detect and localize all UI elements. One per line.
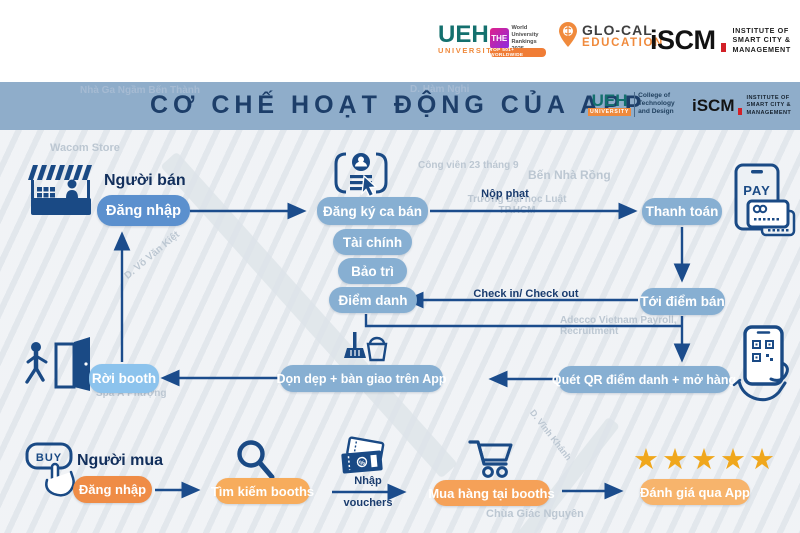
seller-section-label: Người bán — [104, 172, 186, 189]
leave-door-icon — [24, 334, 92, 399]
register-shift-icon — [330, 150, 392, 203]
buyer-section-label: Người mua — [77, 452, 164, 469]
pay-label: PAY — [743, 183, 771, 198]
buy-label: BUY — [36, 452, 62, 464]
iscm-red-mark — [737, 107, 742, 115]
buyer-login-button[interactable]: Đăng nhập — [73, 476, 152, 503]
maintenance-button[interactable]: Bảo trì — [338, 258, 407, 284]
checkin-edge-label: Check in/ Check out — [473, 288, 579, 300]
map-watermark: D. Võ Văn Kiệt — [122, 229, 182, 282]
market-stall-icon — [24, 160, 98, 225]
location-pin-icon — [558, 21, 578, 53]
voucher-edge-label-top: Nhập — [354, 475, 382, 487]
voucher-percent: % — [359, 460, 366, 467]
cleanup-handover-button[interactable]: Dọn dẹp + bàn giao trên App — [276, 365, 447, 392]
voucher-edge-label-bottom: vouchers — [343, 497, 393, 509]
map-watermark: Adecco Vietnam Payroll, Recruitment — [560, 315, 677, 337]
voucher-icon: % — [338, 436, 390, 485]
attendance-button[interactable]: Điểm danh — [329, 287, 417, 313]
map-watermark: Công viên 23 tháng 9 — [418, 160, 519, 171]
go-to-booth-button[interactable]: Tới điểm bán — [640, 288, 725, 315]
ueh-university-logo: UEH UNIVERSITY — [438, 21, 500, 55]
five-star-rating: ★★★★★ — [633, 444, 778, 476]
cleaning-broom-bucket-icon — [342, 331, 388, 368]
banner-iscm-logo: iSCM INSTITUTE OF SMART CITY & MANAGEMEN… — [692, 95, 792, 116]
search-booths-button[interactable]: Tìm kiếm booths — [211, 478, 314, 504]
register-shift-button[interactable]: Đăng ký ca bán — [317, 197, 428, 225]
header: UEH UNIVERSITY THE World University Rank… — [0, 0, 800, 82]
the-badge: THE — [490, 28, 509, 50]
scan-qr-open-button[interactable]: Quét QR điểm danh + mở hàng — [552, 366, 736, 393]
buy-hand-icon: BUY — [24, 440, 82, 509]
ueh-logo-text: UEH — [438, 21, 489, 48]
payment-button[interactable]: Thanh toán — [642, 198, 722, 225]
rate-app-button[interactable]: Đánh giá qua App — [640, 479, 750, 505]
qr-scan-phone-icon — [730, 323, 792, 410]
iscm-logo: iSCM INSTITUTE OF SMART CITY & MANAGEMEN… — [650, 24, 791, 55]
finance-button[interactable]: Tài chính — [333, 229, 412, 255]
map-watermark: Bến Nhà Rồng — [528, 168, 611, 182]
iscm-red-mark — [720, 43, 726, 53]
page-title: CƠ CHẾ HOẠT ĐỘNG CỦA APP — [150, 91, 647, 119]
cart-icon — [466, 434, 514, 485]
map-watermark: Wacom Store — [50, 142, 120, 154]
seller-login-button[interactable]: Đăng nhập — [97, 195, 190, 226]
search-icon — [234, 438, 276, 487]
the-rankings-logo: THE World University Rankings 2025 TOP 5… — [490, 25, 546, 58]
buy-at-booths-button[interactable]: Mua hàng tại booths — [428, 480, 555, 506]
the-top-banner: TOP 501+ WORLDWIDE — [490, 48, 546, 58]
pay-phone-icon: PAY — [720, 163, 796, 248]
map-watermark: D. Vĩnh Khánh — [527, 407, 574, 463]
banner-ueh-logo: UEH UNIVERSITY College of Technology and… — [588, 90, 675, 117]
fine-edge-label: Nộp phạt — [481, 188, 529, 200]
title-banner: Nhà Ga Ngầm Bến Thành D. Hàm Nghi CƠ CHẾ… — [0, 82, 800, 130]
leave-booth-button[interactable]: Rời booth — [89, 364, 159, 393]
glocal-education-logo: GLO-CAL EDUCATION — [558, 21, 664, 53]
